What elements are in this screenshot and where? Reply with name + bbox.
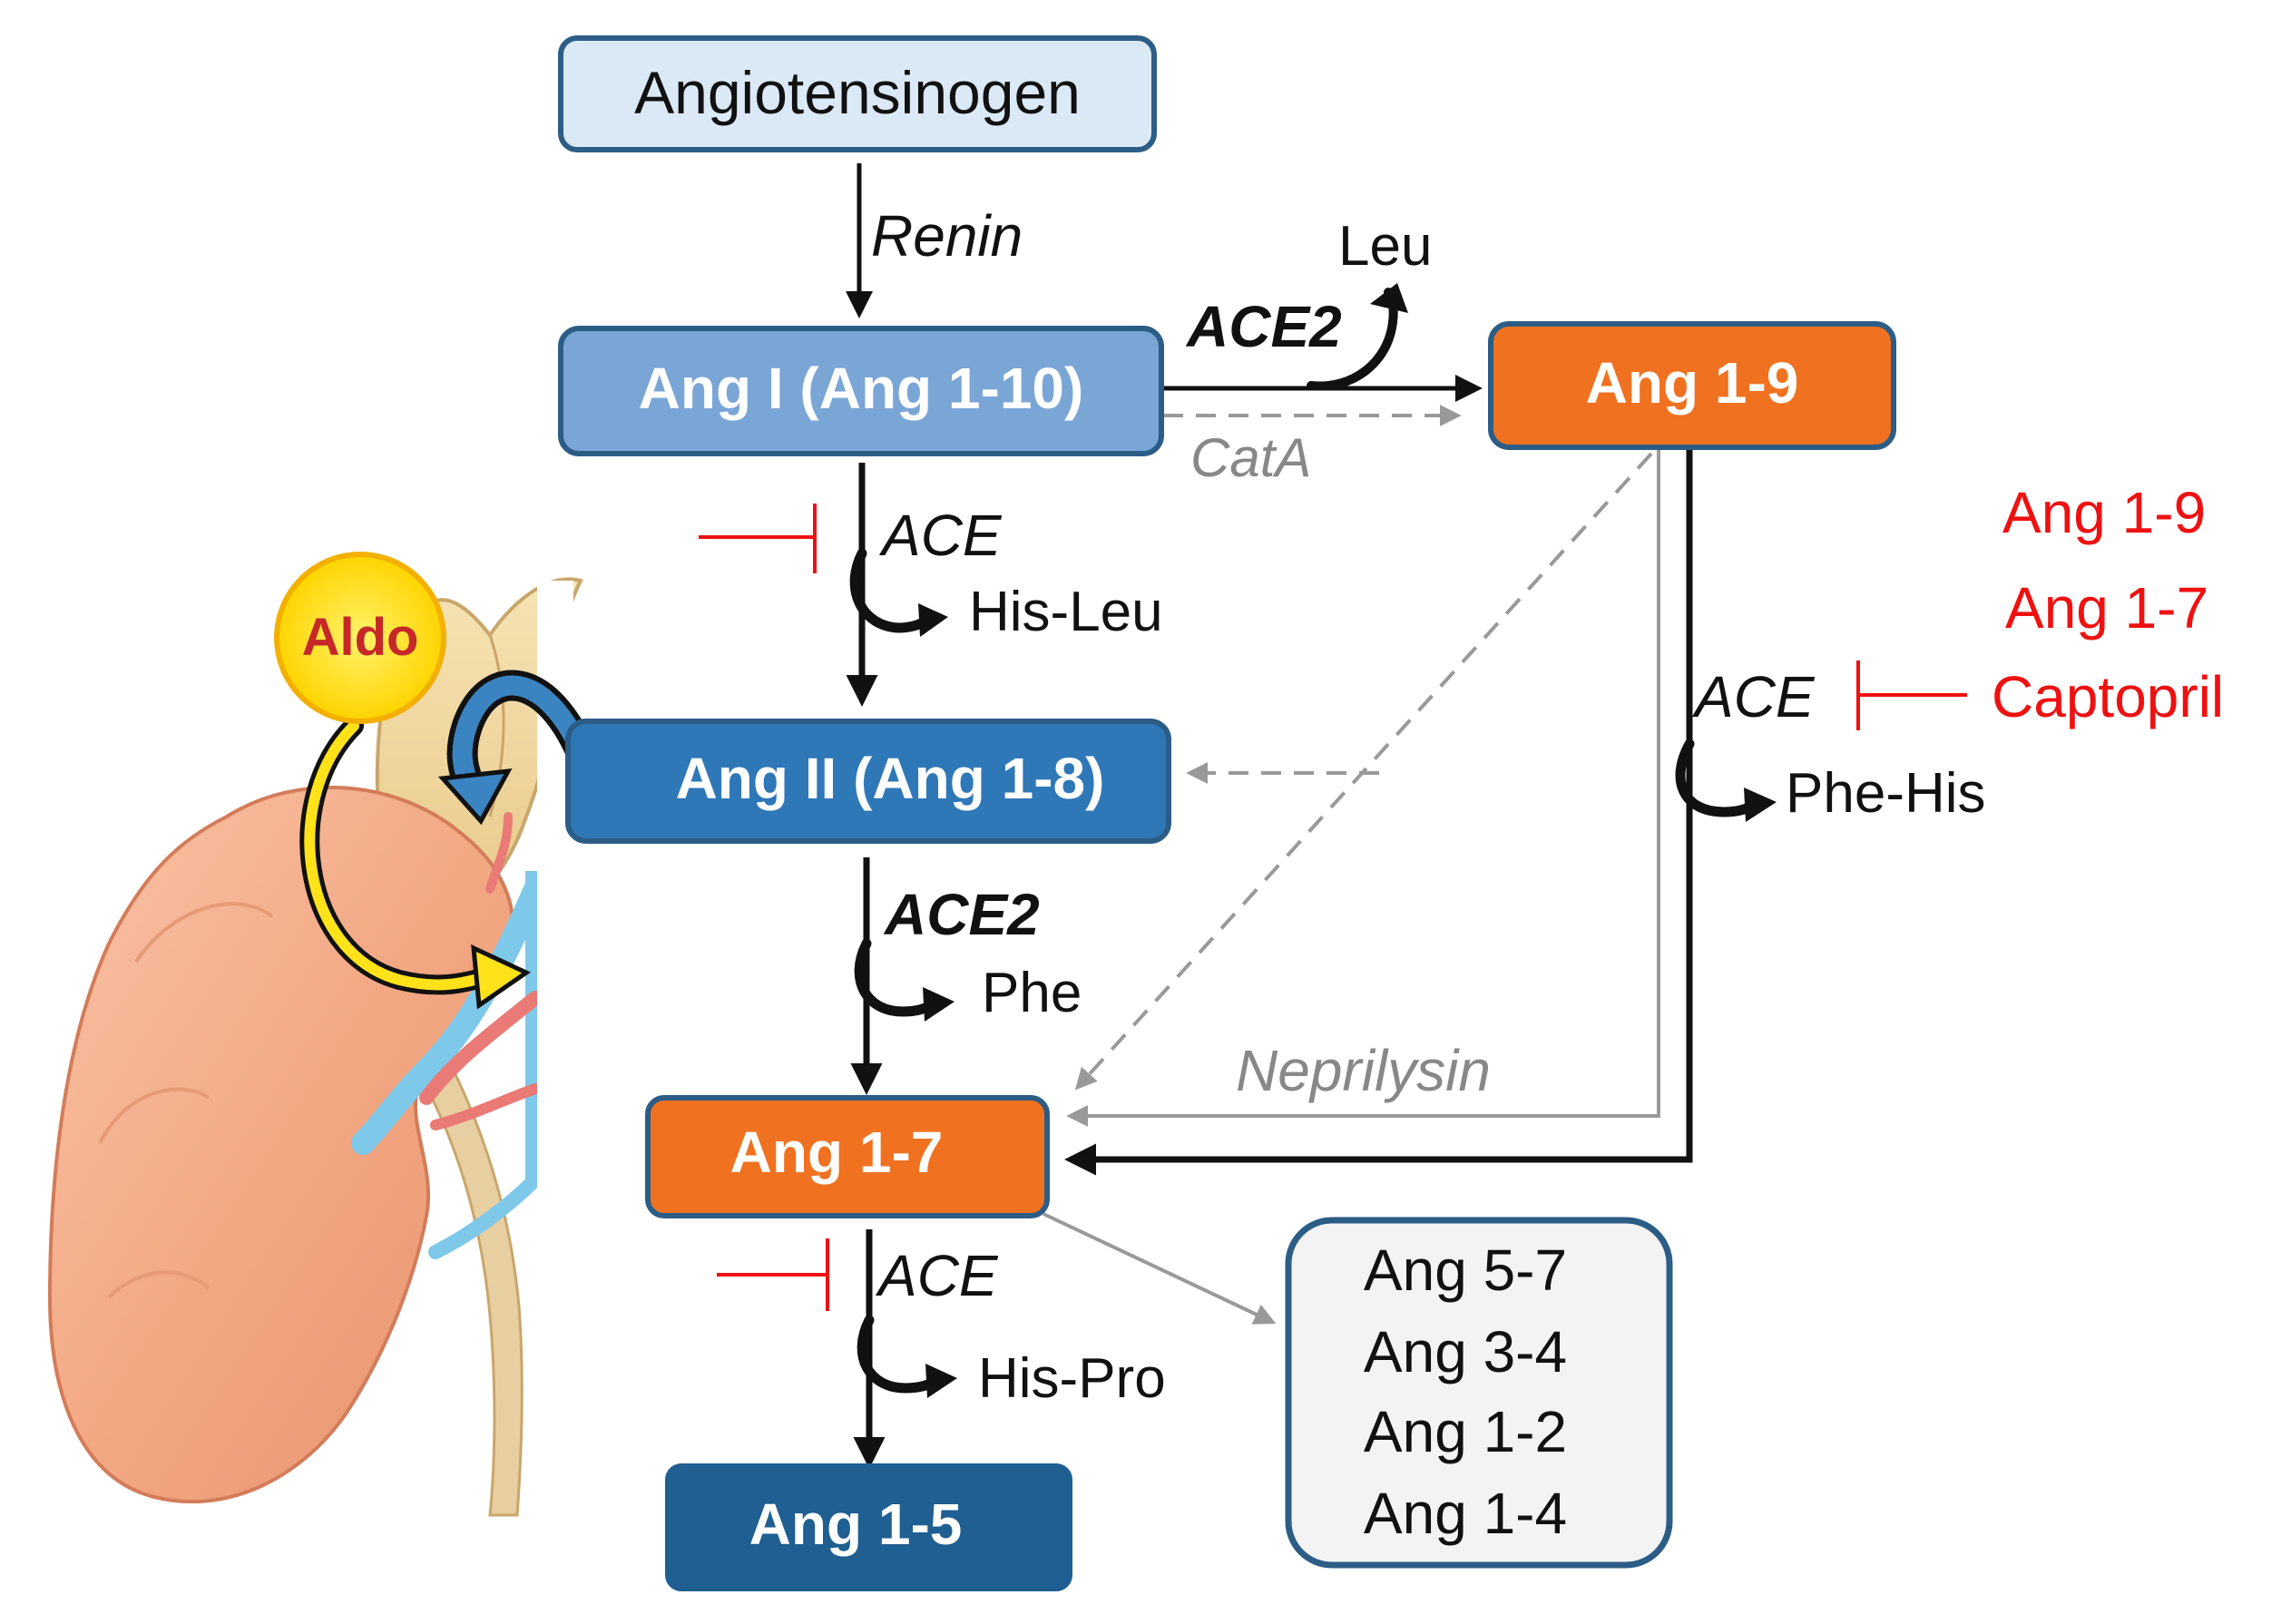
curl-phe	[854, 938, 940, 1017]
kidney-body	[47, 786, 515, 1504]
label-his-leu: His-Leu	[969, 581, 1163, 643]
fragment-item: Ang 1-4	[1364, 1481, 1567, 1546]
angii-blue-arrow	[437, 670, 603, 826]
fragment-item: Ang 5-7	[1364, 1238, 1567, 1303]
inhibitor-ace-top	[699, 504, 817, 573]
arrow-dashed-ang19-to-ang17	[1074, 452, 1653, 1091]
label-his-pro: His-Pro	[978, 1347, 1166, 1410]
kidney-illustration	[47, 577, 583, 1579]
node-ang-1-5: Ang 1-5	[665, 1463, 1072, 1591]
node-ang-i: Ang I (Ang 1-10)	[558, 326, 1164, 456]
renal-vein	[351, 877, 547, 1155]
inhibitor-ace-right	[1856, 660, 1967, 730]
svg-text:Ang 1-9: Ang 1-9	[1586, 350, 1799, 416]
label-ace-right: ACE	[1691, 664, 1816, 729]
node-ang-ii: Ang II (Ang 1-8)	[565, 719, 1171, 844]
svg-text:Ang II (Ang 1-8): Ang II (Ang 1-8)	[676, 746, 1105, 811]
curl-his-pro	[857, 1315, 943, 1394]
label-renin: Renin	[871, 203, 1023, 269]
label-ace-bottom: ACE	[875, 1243, 999, 1308]
label-phe-his: Phe-His	[1786, 762, 1986, 825]
label-phe: Phe	[982, 962, 1082, 1024]
inhibitor-captopril: Captopril	[1992, 664, 2224, 729]
node-angiotensinogen: Angiotensinogen	[558, 35, 1157, 152]
node-ang-1-7: Ang 1-7	[645, 1095, 1050, 1218]
inhibitor-ace-bottom	[717, 1238, 829, 1311]
node-fragments: Ang 5-7 Ang 3-4 Ang 1-2 Ang 1-4	[1285, 1217, 1673, 1569]
svg-text:Angiotensinogen: Angiotensinogen	[634, 59, 1081, 126]
label-leu: Leu	[1338, 215, 1432, 278]
fragment-item: Ang 3-4	[1364, 1319, 1567, 1384]
arrow-ang17-to-fragments	[1043, 1212, 1277, 1325]
inhibitor-ang-1-7: Ang 1-7	[2005, 575, 2208, 641]
fragment-item: Ang 1-2	[1364, 1399, 1567, 1464]
aldo-circle: Aldo	[274, 552, 446, 724]
label-cata: CatA	[1190, 427, 1311, 488]
aldo-yellow-arrow	[299, 716, 532, 1010]
node-ang-1-9: Ang 1-9	[1488, 321, 1896, 450]
arrow-ace-ang19-to-ang17	[1064, 449, 1693, 1176]
arrow-neprilysin	[1066, 449, 1660, 1127]
svg-text:Ang I (Ang 1-10): Ang I (Ang 1-10)	[639, 356, 1084, 421]
label-neprilysin: Neprilysin	[1236, 1038, 1491, 1103]
label-ace-1: ACE	[878, 503, 1003, 568]
aldo-label: Aldo	[302, 608, 419, 667]
renal-artery	[419, 991, 543, 1105]
svg-text:Ang 1-5: Ang 1-5	[749, 1492, 963, 1557]
svg-text:Ang 1-7: Ang 1-7	[730, 1120, 944, 1185]
label-ace2-mid: ACE2	[883, 882, 1040, 947]
label-ace2-top: ACE2	[1185, 294, 1342, 359]
inhibitor-ang-1-9: Ang 1-9	[2002, 480, 2206, 545]
